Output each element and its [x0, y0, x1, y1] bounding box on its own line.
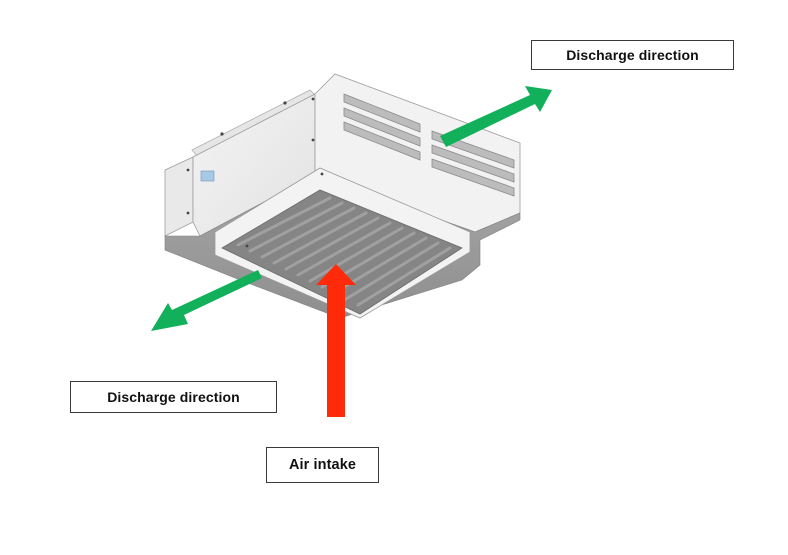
screws [186, 97, 324, 248]
ceiling-unit [164, 73, 521, 319]
intake-arrow [316, 264, 356, 417]
discharge-direction-label-left: Discharge direction [70, 381, 277, 413]
unit-badge [200, 170, 215, 182]
air-intake-label: Air intake [266, 447, 379, 483]
grille-slots [236, 196, 452, 307]
left-side-panel [164, 156, 194, 237]
discharge-direction-label-top: Discharge direction [531, 40, 734, 70]
discharge-arrow-top-right [440, 86, 552, 147]
discharge-arrow-bottom-left [151, 270, 262, 331]
